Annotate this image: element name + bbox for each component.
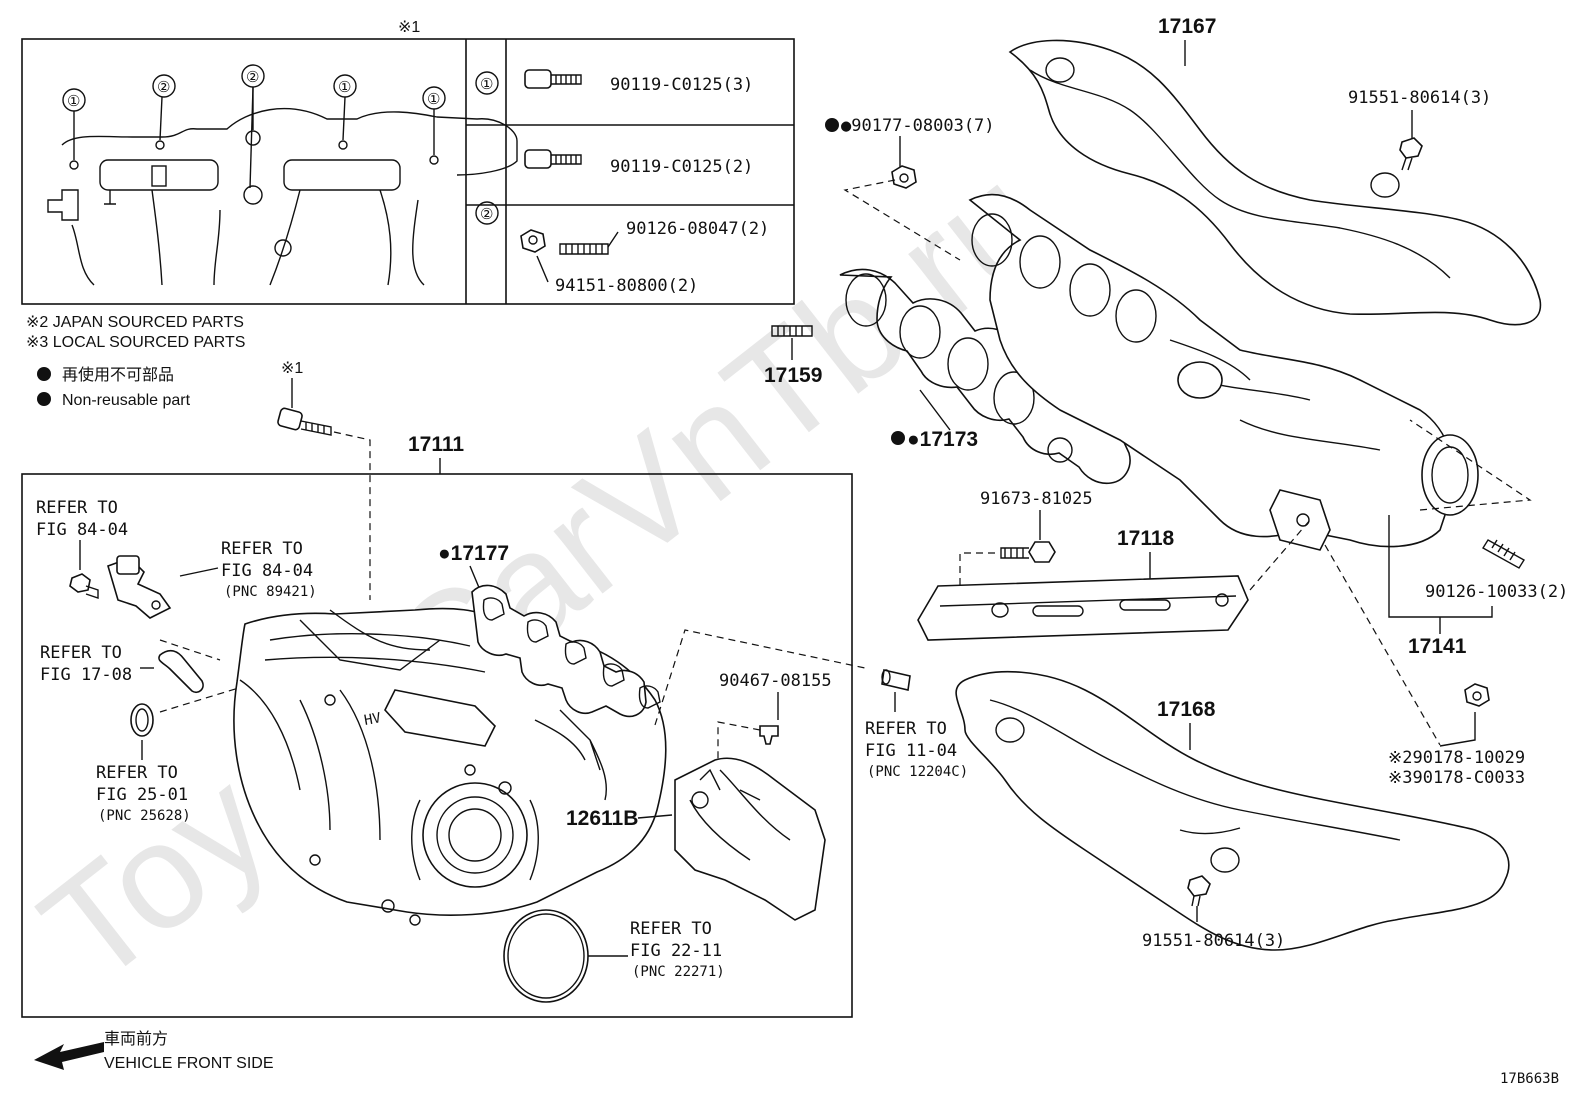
part-number-94151: 94151-80800(2) (555, 276, 698, 296)
note-japan-sourced: ※2 JAPAN SOURCED PARTS (26, 314, 244, 331)
inset-pointer-1-center: ① (333, 74, 357, 141)
inset-callout-2: ② (475, 201, 499, 225)
part-number-90119-2: 90119-C0125(2) (610, 157, 753, 177)
part-label-17159: 17159 (764, 364, 822, 387)
part-label-17168: 17168 (1157, 698, 1216, 721)
part-number-90126-10033: 90126-10033(2) (1425, 582, 1568, 602)
part-label-17167: 17167 (1158, 15, 1216, 38)
svg-text:①: ① (480, 76, 493, 93)
direction-en: VEHICLE FRONT SIDE (104, 1055, 274, 1072)
refer-fig: FIG 84-04 (36, 520, 128, 540)
part-label-17118: 17118 (1117, 527, 1175, 550)
bolt-icon (524, 69, 582, 89)
part-number-91551-bottom: 91551-80614(3) (1142, 931, 1285, 951)
o-ring-part (130, 703, 154, 737)
refer-label: REFER TO (221, 539, 303, 559)
svg-text:②: ② (480, 206, 493, 223)
heat-insulator-upper-part (1008, 39, 1542, 326)
nut-icon (1464, 683, 1490, 707)
nonreusable-dot-icon (825, 118, 839, 132)
part-label-17141: 17141 (1408, 635, 1467, 658)
bolt-icon (524, 149, 582, 169)
inset-callout-1a: ① (475, 71, 499, 95)
inset-manifold-sketch: ① ② ② ① ① (47, 64, 518, 286)
refer-pnc: (PNC 12204C) (867, 764, 968, 780)
exhaust-gasket-part (839, 268, 1131, 485)
stud-bolt-icon (1482, 539, 1525, 569)
refer-fig: FIG 17-08 (40, 665, 132, 685)
svg-text:HV: HV (363, 710, 383, 729)
refer-fig: FIG 22-11 (630, 941, 722, 961)
heat-insulator-lower-part (955, 670, 1510, 951)
intake-gasket-part (471, 584, 661, 718)
refer-pnc: (PNC 22271) (632, 964, 725, 980)
sensor-part (107, 555, 172, 619)
refer-pnc: (PNC 89421) (224, 584, 317, 600)
part-number-90178-japan: ※290178-10029 (1388, 748, 1525, 768)
screw-icon (69, 573, 99, 599)
figure-id: 17B663B (1500, 1071, 1559, 1087)
intake-manifold-box (21, 473, 853, 1018)
inset-pointer-1-left: ① (62, 88, 86, 160)
inset-pointer-2-left: ② (152, 74, 176, 141)
svg-text:②: ② (157, 79, 170, 96)
nut-icon (520, 229, 546, 253)
refer-label: REFER TO (40, 643, 122, 663)
bracket-part (917, 575, 1249, 641)
ref-mark-bolt: ※1 (281, 360, 303, 377)
part-label-12611B: 12611B (566, 807, 638, 830)
note-local-sourced: ※3 LOCAL SOURCED PARTS (26, 334, 245, 351)
part-number-91551-top: 91551-80614(3) (1348, 88, 1491, 108)
hose-part (158, 649, 204, 694)
part-number-90119-3: 90119-C0125(3) (610, 75, 753, 95)
bushing-part (881, 669, 911, 691)
bolt-icon (277, 407, 332, 436)
refer-fig: FIG 84-04 (221, 561, 313, 581)
legend-nonreusable-jp: 再使用不可部品 (62, 366, 174, 384)
nut-icon (891, 165, 917, 189)
legend-nonreusable-en: Non-reusable part (62, 392, 191, 409)
inset-ref-mark: ※1 (398, 19, 420, 36)
part-number-90177: ●90177-08003(7) (841, 116, 995, 136)
refer-label: REFER TO (36, 498, 118, 518)
part-number-90126-08047: 90126-08047(2) (626, 219, 769, 239)
part-number-90467: 90467-08155 (719, 671, 832, 691)
vehicle-front-arrow-icon (34, 1042, 104, 1070)
nonreusable-dot-icon (37, 367, 51, 381)
inset-pointer-1-right: ① (422, 86, 446, 155)
bolt-icon (1000, 541, 1056, 563)
part-number-91673: 91673-81025 (980, 489, 1093, 509)
refer-fig: FIG 11-04 (865, 741, 957, 761)
part-number-90178-local: ※390178-C0033 (1388, 768, 1525, 788)
inset-box: ※1 ① ② 90119-C0125(3) 90119-C0125(2) (21, 19, 795, 305)
svg-text:①: ① (338, 79, 351, 96)
nonreusable-dot-icon (37, 392, 51, 406)
part-label-17111: 17111 (408, 433, 464, 456)
bolt-icon (1399, 137, 1423, 171)
engine-cover-part (674, 757, 826, 921)
refer-label: REFER TO (865, 719, 947, 739)
exhaust-manifold-part (968, 193, 1479, 551)
bolt-icon (1187, 875, 1211, 907)
part-label-17177: ●17177 (438, 542, 509, 565)
svg-text:①: ① (67, 93, 80, 110)
svg-text:①: ① (427, 91, 440, 108)
refer-label: REFER TO (630, 919, 712, 939)
direction-jp: 車両前方 (104, 1030, 168, 1048)
refer-fig: FIG 25-01 (96, 785, 188, 805)
nonreusable-dot-icon (891, 431, 905, 445)
part-label-17173: ●17173 (907, 428, 978, 451)
inset-pointer-2-center: ② (241, 64, 265, 189)
throttle-gasket-part (503, 909, 589, 1003)
stud-bolt-icon (771, 325, 813, 337)
clip-part (759, 725, 779, 745)
stud-bolt-icon (559, 231, 619, 255)
svg-text:②: ② (246, 69, 259, 86)
refer-label: REFER TO (96, 763, 178, 783)
refer-pnc: (PNC 25628) (98, 808, 191, 824)
